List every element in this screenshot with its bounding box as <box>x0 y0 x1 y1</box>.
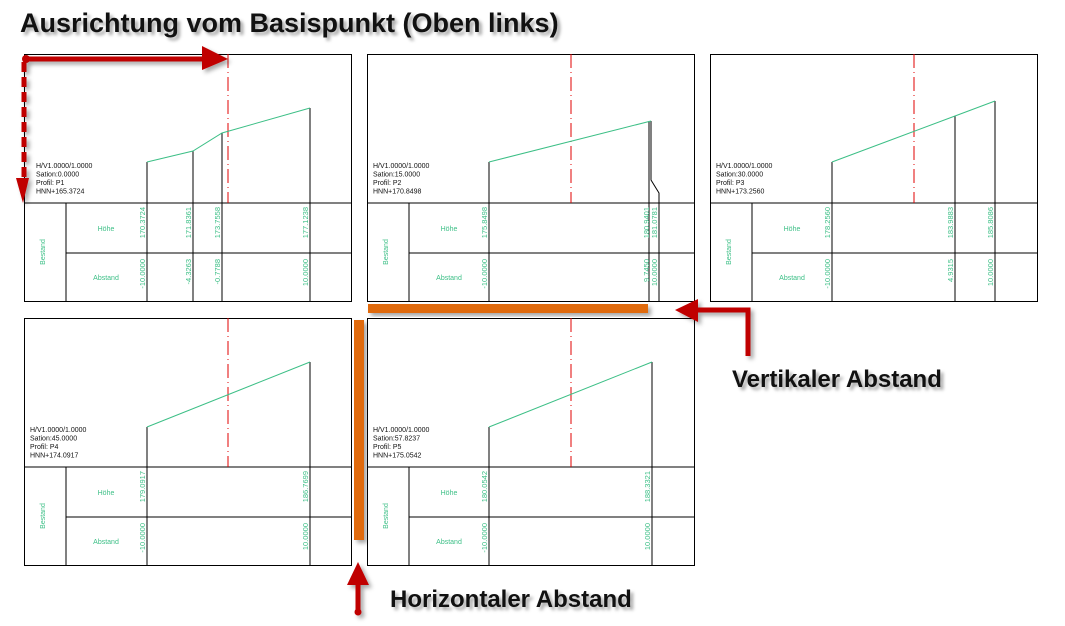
terrain-profile-line <box>146 107 311 163</box>
arrow-head-up-icon <box>347 562 369 585</box>
profile-info-line: Sation:45.0000 <box>30 436 77 443</box>
height-value: 177.1238 <box>301 207 310 238</box>
arrow-tail-dot <box>354 608 362 616</box>
profile-info-line: HNN+165.3724 <box>36 189 85 196</box>
arrow-head-right-icon <box>202 46 228 70</box>
label-horizontal-spacing: Horizontaler Abstand <box>390 586 632 613</box>
distance-value: -10.0000 <box>138 523 147 553</box>
profile-info-line: HNN+175.0542 <box>373 453 422 460</box>
table-side-label: Bestand <box>40 239 47 265</box>
profile-info-line: Sation:0.0000 <box>36 172 79 179</box>
distance-value: 9.7450 <box>642 259 651 282</box>
height-value: 180.0542 <box>480 471 489 502</box>
row-label-distance: Abstand <box>779 275 805 282</box>
height-value: 173.7558 <box>213 207 222 238</box>
profile-info-line: Profil: P4 <box>30 444 59 451</box>
row-label-height: Höhe <box>784 226 801 233</box>
height-value: 180.9401 <box>642 207 651 238</box>
profile-info-line: Profil: P5 <box>373 444 402 451</box>
distance-value: 10.0000 <box>301 523 310 550</box>
arrow-head-left-icon <box>675 299 698 322</box>
distance-value: -0.7788 <box>213 259 222 284</box>
distance-value: -10.0000 <box>480 259 489 289</box>
row-label-height: Höhe <box>441 490 458 497</box>
label-vertical-spacing: Vertikaler Abstand <box>732 366 942 393</box>
table-side-label: Bestand <box>383 239 390 265</box>
distance-value: -10.0000 <box>138 259 147 289</box>
distance-value: 10.0000 <box>301 259 310 286</box>
profile-info-line: Sation:30.0000 <box>716 172 763 179</box>
profile-info-line: H/V1.0000/1.0000 <box>36 163 93 170</box>
distance-value: -4.3263 <box>184 259 193 284</box>
distance-value: 10.0000 <box>650 259 659 286</box>
row-label-distance: Abstand <box>436 539 462 546</box>
terrain-profile-line <box>488 361 653 428</box>
distance-value: 4.9315 <box>946 259 955 282</box>
height-value: 186.7699 <box>301 471 310 502</box>
profile-info-line: H/V1.0000/1.0000 <box>373 163 430 170</box>
height-value: 178.2560 <box>823 207 832 238</box>
profile-info-line: HNN+174.0917 <box>30 453 79 460</box>
height-value: 183.9883 <box>946 207 955 238</box>
distance-value: 10.0000 <box>986 259 995 286</box>
origin-dot <box>22 55 30 63</box>
distance-value: -10.0000 <box>480 523 489 553</box>
vertical-spacing-arrow <box>675 299 751 356</box>
terrain-profile-line <box>488 120 652 163</box>
profile-info-line: Sation:57.8237 <box>373 436 420 443</box>
profile-info-line: H/V1.0000/1.0000 <box>30 427 87 434</box>
arrow-shaft <box>694 307 751 356</box>
height-value: 181.0781 <box>650 207 659 238</box>
height-value: 188.3321 <box>643 471 652 502</box>
profile-info-line: HNN+170.8498 <box>373 189 422 196</box>
profile-info-line: Profil: P1 <box>36 180 65 187</box>
profile-info-line: H/V1.0000/1.0000 <box>373 427 430 434</box>
arrow-head-down-icon <box>16 178 29 203</box>
vertical-spacing-bar <box>368 304 648 313</box>
horizontal-spacing-bar <box>354 320 364 540</box>
origin-arrow-horizontal <box>22 46 228 70</box>
panel-frame <box>24 54 352 302</box>
row-label-height: Höhe <box>98 490 115 497</box>
station-line <box>650 121 660 301</box>
panel-frame <box>24 318 352 566</box>
table-side-label: Bestand <box>726 239 733 265</box>
row-label-height: Höhe <box>98 226 115 233</box>
row-label-distance: Abstand <box>436 275 462 282</box>
profile-info-line: H/V1.0000/1.0000 <box>716 163 773 170</box>
panel-frame <box>710 54 1038 302</box>
height-value: 179.0917 <box>138 471 147 502</box>
profile-info-line: Sation:15.0000 <box>373 172 420 179</box>
height-value: 171.8361 <box>184 207 193 238</box>
distance-value: 10.0000 <box>643 523 652 550</box>
row-label-distance: Abstand <box>93 539 119 546</box>
height-value: 175.8498 <box>480 207 489 238</box>
profile-info-line: Profil: P2 <box>373 180 402 187</box>
table-side-label: Bestand <box>383 503 390 529</box>
horizontal-spacing-arrow <box>347 562 369 616</box>
row-label-distance: Abstand <box>93 275 119 282</box>
profile-info-line: Profil: P3 <box>716 180 745 187</box>
row-label-height: Höhe <box>441 226 458 233</box>
height-value: 185.8086 <box>986 207 995 238</box>
distance-value: -10.0000 <box>823 259 832 289</box>
origin-arrow-vertical <box>16 62 29 203</box>
panel-frame <box>367 318 695 566</box>
table-side-label: Bestand <box>40 503 47 529</box>
terrain-profile-line <box>831 100 996 163</box>
height-value: 170.3724 <box>138 207 147 238</box>
terrain-profile-line <box>146 361 311 428</box>
title-origin-alignment: Ausrichtung vom Basispunkt (Oben links) <box>20 8 559 38</box>
profile-info-line: HNN+173.2560 <box>716 189 765 196</box>
panel-frame <box>367 54 695 302</box>
